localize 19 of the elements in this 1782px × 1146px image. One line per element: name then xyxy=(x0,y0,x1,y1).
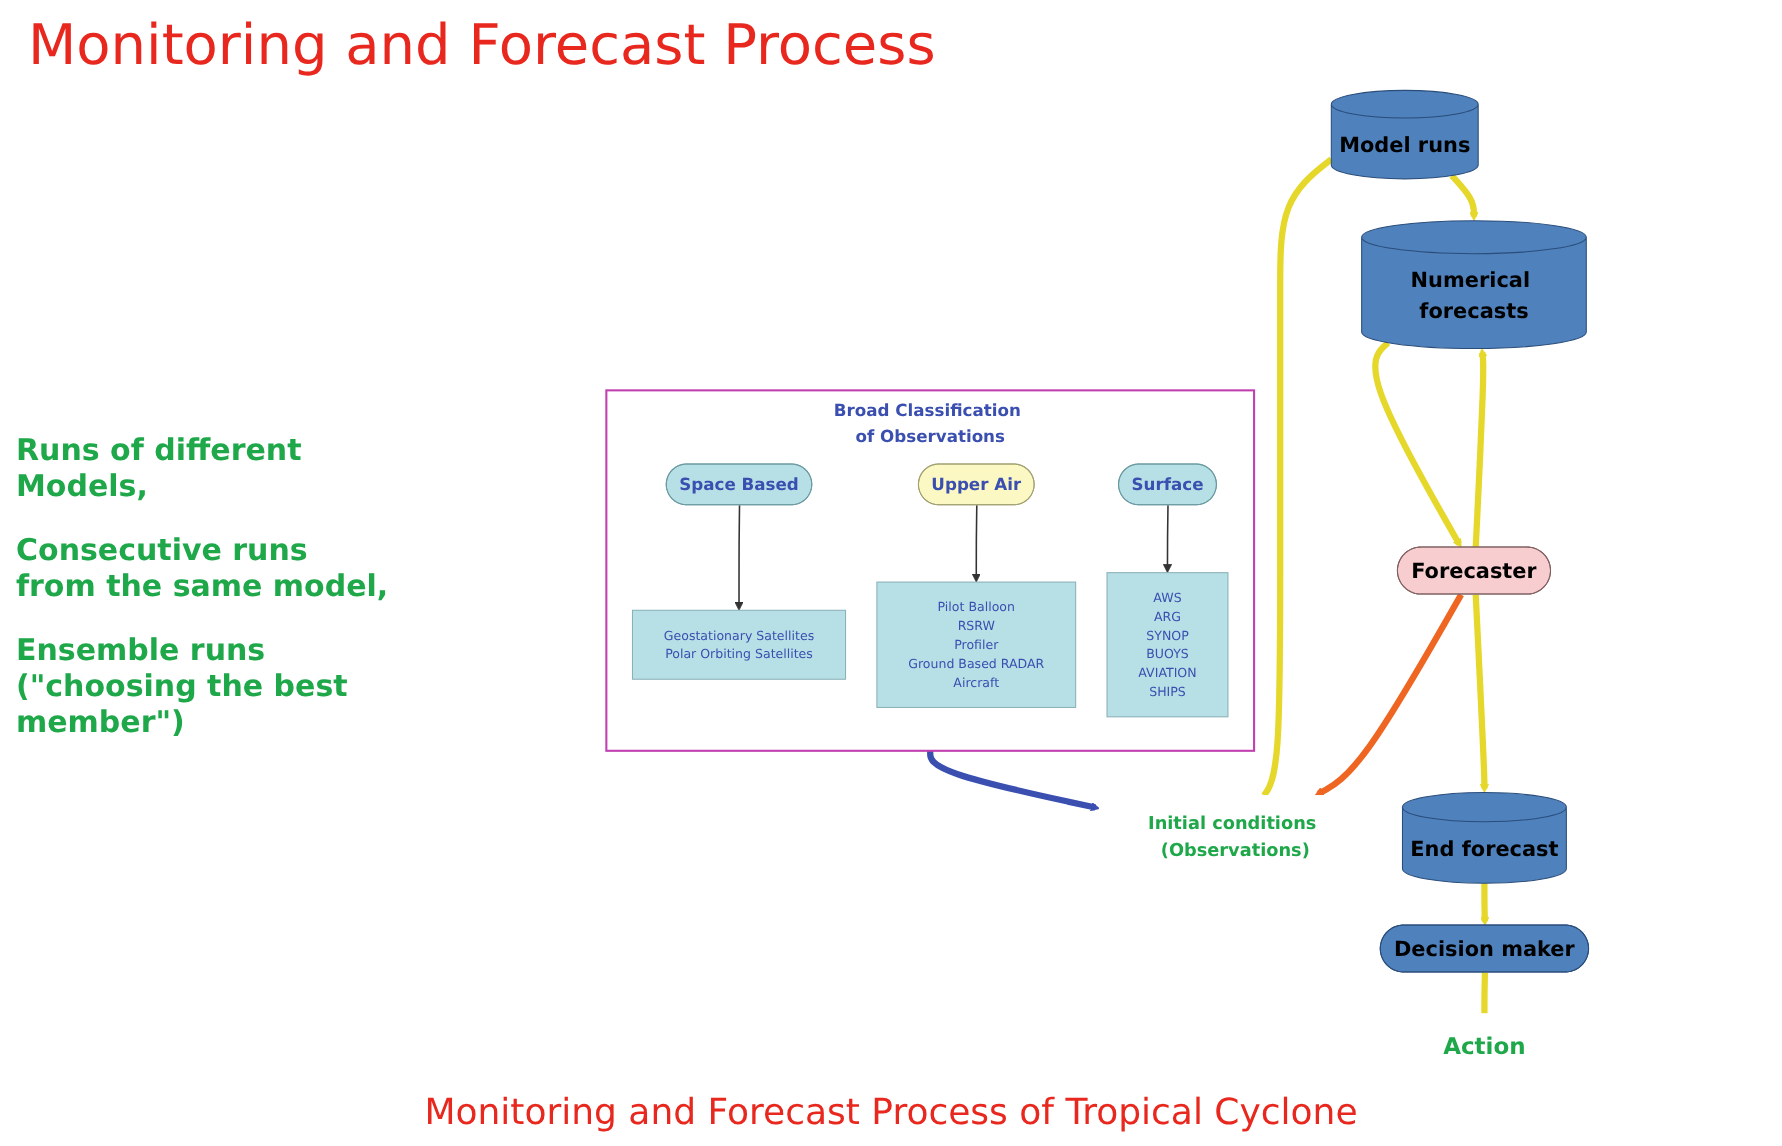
arrow xyxy=(926,750,1100,812)
connector xyxy=(1480,972,1488,1014)
arrow xyxy=(1162,504,1172,574)
note-text: Ensemble runs ("choosing the best member") xyxy=(16,631,350,739)
arrow xyxy=(1479,883,1489,926)
arrow xyxy=(1314,593,1464,797)
arrow xyxy=(1472,348,1487,548)
diagram-title: Monitoring and Forecast Process xyxy=(26,10,938,82)
node-text: Action xyxy=(1442,1033,1526,1060)
note-text: Runs of different Models, xyxy=(16,431,304,503)
diagram-caption: Monitoring and Forecast Process of Tropical Cyclone xyxy=(422,1090,1360,1138)
arrow xyxy=(1449,173,1479,222)
note-text: Consecutive runs from the same model, xyxy=(16,531,391,603)
arrow xyxy=(971,504,981,583)
node-text: Initial conditions (Observations) xyxy=(1147,813,1316,861)
arrow xyxy=(1472,594,1489,793)
arrow xyxy=(1371,340,1462,548)
arrow xyxy=(733,504,744,611)
connector xyxy=(1260,156,1333,798)
